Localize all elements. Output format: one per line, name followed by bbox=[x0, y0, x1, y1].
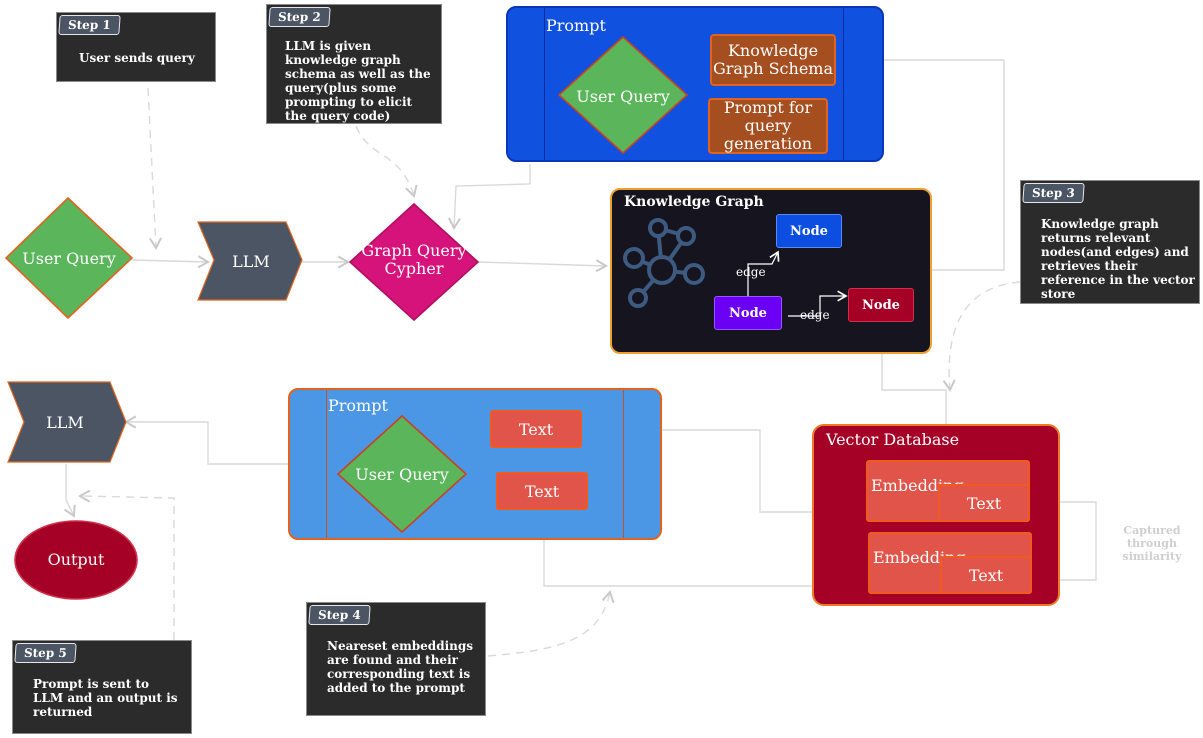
arrow-graphquery-kg bbox=[477, 259, 608, 273]
user-query-label: User Query bbox=[22, 248, 116, 268]
step3-note: Step 3 Knowledge graph returns relevant … bbox=[1020, 180, 1200, 304]
step1-note: Step 1 User sends query bbox=[56, 12, 216, 82]
kg-node-left: Node bbox=[714, 296, 782, 330]
knowledge-graph-title: Knowledge Graph bbox=[624, 194, 764, 210]
user-query-diamond bbox=[4, 196, 134, 320]
bottom-user-query-diamond bbox=[336, 414, 468, 534]
output-oval bbox=[14, 520, 138, 600]
arrow-llm2-output bbox=[64, 464, 76, 518]
prompt-bottom-title: Prompt bbox=[328, 396, 388, 415]
kg-edge-label-1: edge bbox=[736, 265, 766, 279]
llm1-shape bbox=[197, 221, 303, 301]
output-label: Output bbox=[47, 549, 105, 569]
llm2-shape bbox=[7, 381, 127, 463]
bottom-user-query-label: User Query bbox=[355, 464, 449, 484]
arrow-prompt-graphquery bbox=[447, 164, 531, 230]
graph-query-diamond bbox=[348, 202, 480, 322]
graph-network-icon bbox=[623, 218, 705, 308]
step2-tag: Step 2 bbox=[268, 7, 331, 27]
step1-text: User sends query bbox=[79, 51, 195, 65]
similarity-label: Captured through similarity bbox=[1122, 523, 1182, 563]
prompt-top-title: Prompt bbox=[546, 16, 606, 35]
prompt-bottom-inner bbox=[326, 390, 624, 538]
prompt-top-inner bbox=[544, 8, 844, 160]
step1-tag: Step 1 bbox=[58, 15, 121, 35]
dashed-step4 bbox=[487, 590, 615, 657]
kg-node-top: Node bbox=[776, 214, 842, 248]
kg-edge-label-2: edge bbox=[800, 308, 830, 322]
step5-tag: Step 5 bbox=[14, 643, 77, 663]
step4-text: Neareset embeddings are found and their … bbox=[327, 639, 474, 695]
bottom-text-2: Text bbox=[496, 472, 588, 510]
step4-tag: Step 4 bbox=[308, 605, 371, 625]
step3-text: Knowledge graph returns relevant nodes(a… bbox=[1041, 217, 1195, 301]
vdb-text-1: Text bbox=[938, 484, 1030, 522]
bottom-text-1: Text bbox=[490, 410, 582, 448]
vector-db-title: Vector Database bbox=[826, 430, 960, 449]
kg-edge-layer bbox=[747, 250, 848, 317]
dashed-step2 bbox=[355, 125, 418, 198]
dashed-step3 bbox=[942, 281, 1021, 392]
step2-text: LLM is given knowledge graph schema as w… bbox=[285, 39, 431, 123]
kg-schema-box: Knowledge Graph Schema bbox=[710, 34, 836, 86]
prompt-for-query-box: Prompt for query generation bbox=[708, 98, 828, 154]
arrow-prompt-llm2 bbox=[124, 415, 288, 465]
dashed-step5 bbox=[78, 489, 175, 640]
similarity-loop bbox=[1030, 501, 1097, 587]
step5-text: Prompt is sent to LLM and an output is r… bbox=[33, 677, 178, 719]
arrow-userquery-llm bbox=[131, 255, 210, 269]
llm1-label: LLM bbox=[232, 251, 270, 271]
step5-note: Step 5 Prompt is sent to LLM and an outp… bbox=[12, 640, 192, 734]
llm2-label: LLM bbox=[46, 412, 84, 432]
vdb-text-2: Text bbox=[940, 556, 1032, 594]
step4-note: Step 4 Neareset embeddings are found and… bbox=[306, 602, 486, 716]
arrow-kg-schema bbox=[836, 53, 1005, 271]
top-user-query-diamond bbox=[557, 35, 689, 155]
step3-tag: Step 3 bbox=[1022, 183, 1085, 203]
top-user-query-label: User Query bbox=[576, 86, 670, 106]
dashed-step1 bbox=[147, 87, 162, 250]
arrow-kg-vectordb bbox=[881, 325, 953, 456]
step2-note: Step 2 LLM is given knowledge graph sche… bbox=[266, 4, 442, 124]
graph-query-label: Graph Query Cypher bbox=[361, 241, 467, 278]
kg-node-right: Node bbox=[848, 288, 914, 322]
